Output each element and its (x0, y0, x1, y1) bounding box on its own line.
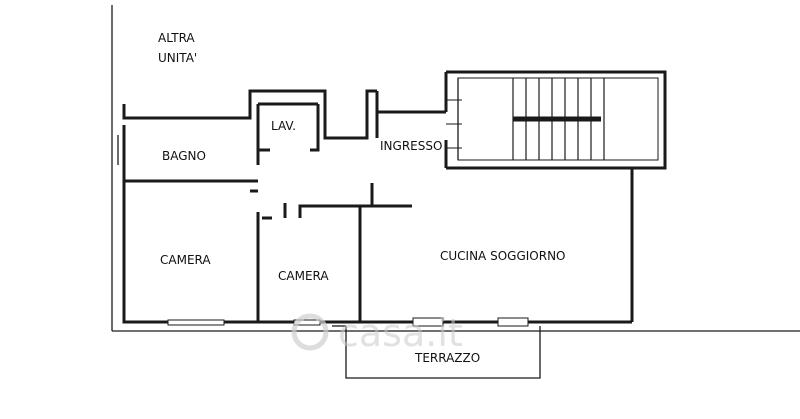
room-label-altra-unita-2: UNITA' (158, 51, 197, 65)
watermark-text: casa.it (338, 311, 463, 355)
room-label-cucina-soggiorno: CUCINA SOGGIORNO (440, 249, 565, 263)
room-label-altra-unita-1: ALTRA (158, 31, 195, 45)
room-label-ingresso: INGRESSO (380, 139, 442, 153)
room-label-terrazzo: TERRAZZO (414, 351, 480, 365)
room-label-camera-mid: CAMERA (278, 269, 329, 283)
staircase (446, 70, 667, 170)
terrace (332, 325, 541, 379)
windows (167, 317, 529, 327)
outer-boundary (111, 5, 800, 332)
room-label-camera-left: CAMERA (160, 253, 211, 267)
room-label-lav: LAV. (271, 119, 296, 133)
room-label-bagno: BAGNO (162, 149, 206, 163)
apartment-walls (117, 72, 634, 324)
watermark: casa.it (291, 311, 463, 355)
